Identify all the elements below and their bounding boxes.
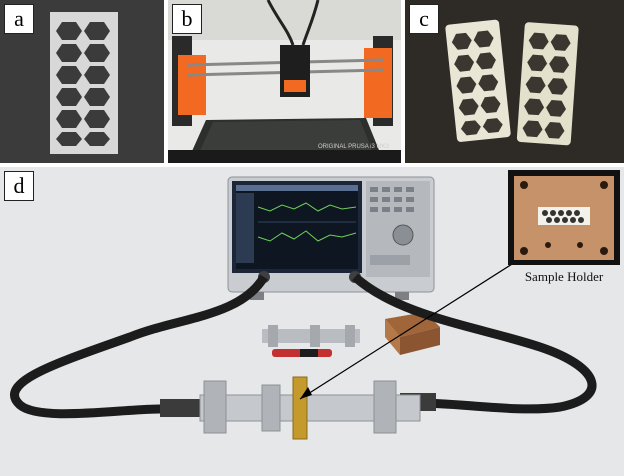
- vna-setup-scene: [0, 167, 624, 476]
- panel-label-a: a: [4, 4, 34, 34]
- panel-label-d: d: [4, 171, 34, 201]
- hexagon-lattice-part-icon: [0, 0, 164, 163]
- panel-d-measurement-setup: d Sample Holder: [0, 167, 624, 476]
- printed-samples-icon: [405, 0, 624, 163]
- panel-a-lattice-model: a: [0, 0, 164, 163]
- printer-brand-text: ORIGINAL PRUSA i3 MK3: [318, 144, 389, 150]
- vector-network-analyzer-icon: [227, 176, 435, 300]
- panel-label-b: b: [172, 4, 202, 34]
- sample-holder-caption: Sample Holder: [524, 269, 604, 284]
- sample-holder-inset: [508, 170, 620, 265]
- panel-c-printed-samples: c: [405, 0, 624, 163]
- 3d-printer-icon: ORIGINAL PRUSA i3 MK3: [168, 0, 401, 163]
- panel-label-c: c: [409, 4, 439, 34]
- waveguide-assembly-icon: [199, 376, 421, 440]
- pointer-line: [299, 258, 521, 400]
- panel-b-3d-printer: ORIGINAL PRUSA i3 MK3 b: [168, 0, 401, 163]
